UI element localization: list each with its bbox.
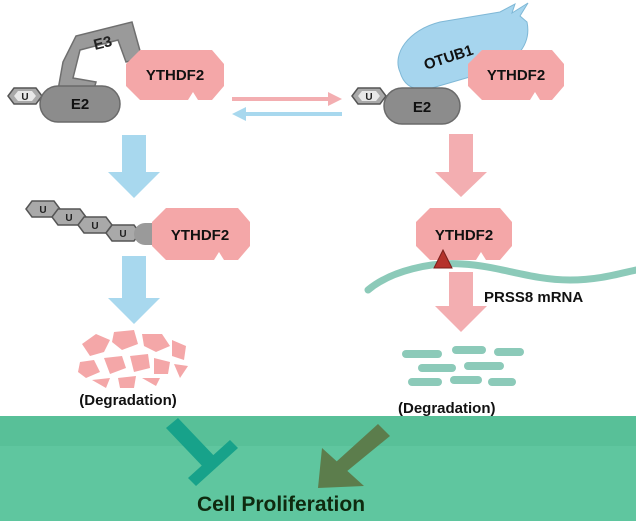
ythdf2-mid-right-label: YTHDF2 xyxy=(435,227,493,244)
ythdf2-top-left-label: YTHDF2 xyxy=(146,67,204,84)
ubiquitin-icon xyxy=(351,87,387,105)
ubiquitin-label: U xyxy=(21,92,28,103)
e2-right-shape xyxy=(383,87,461,125)
arrow-down-left-bottom xyxy=(108,256,160,324)
prss8-mrna-label: PRSS8 mRNA xyxy=(484,289,583,306)
ubiquitin-label: U xyxy=(365,92,372,103)
e3-label: E3 xyxy=(92,33,114,54)
arrow-down-right-top xyxy=(435,134,487,197)
degraded-mrna-fragments-icon xyxy=(402,346,524,386)
polyubiquitin-chain-icon xyxy=(25,200,141,242)
ubiquitin-label: U xyxy=(119,229,126,240)
ythdf2-top-right-label: YTHDF2 xyxy=(487,67,545,84)
prss8-mrna-strand xyxy=(364,260,636,294)
ubiquitin-label: U xyxy=(91,221,98,232)
activation-arrow-icon xyxy=(318,424,390,488)
arrow-down-left-top xyxy=(108,135,160,198)
degraded-protein-fragments-icon xyxy=(78,330,188,388)
ubiquitin-label: U xyxy=(65,213,72,224)
band-top-shade xyxy=(0,416,636,446)
exchange-arrows xyxy=(232,92,342,121)
ythdf2-top-right-shape xyxy=(468,50,564,100)
e2-left-label: E2 xyxy=(71,96,89,113)
degradation-left-label: (Degradation) xyxy=(79,392,177,409)
degradation-right-label: (Degradation) xyxy=(398,400,496,417)
e2-left-shape xyxy=(39,85,121,123)
m6a-marker-icon xyxy=(433,248,453,269)
cell-proliferation-label: Cell Proliferation xyxy=(197,493,365,516)
inhibition-arrow-icon xyxy=(166,418,238,486)
ythdf2-mid-right-shape xyxy=(416,208,512,260)
ythdf2-mid-left-label: YTHDF2 xyxy=(171,227,229,244)
ubiquitin-label: U xyxy=(39,205,46,216)
arrow-down-right-bottom xyxy=(435,272,487,332)
ythdf2-mid-left-shape xyxy=(152,208,250,260)
e2-right-label: E2 xyxy=(413,99,431,116)
ythdf2-top-left-shape xyxy=(126,50,224,100)
